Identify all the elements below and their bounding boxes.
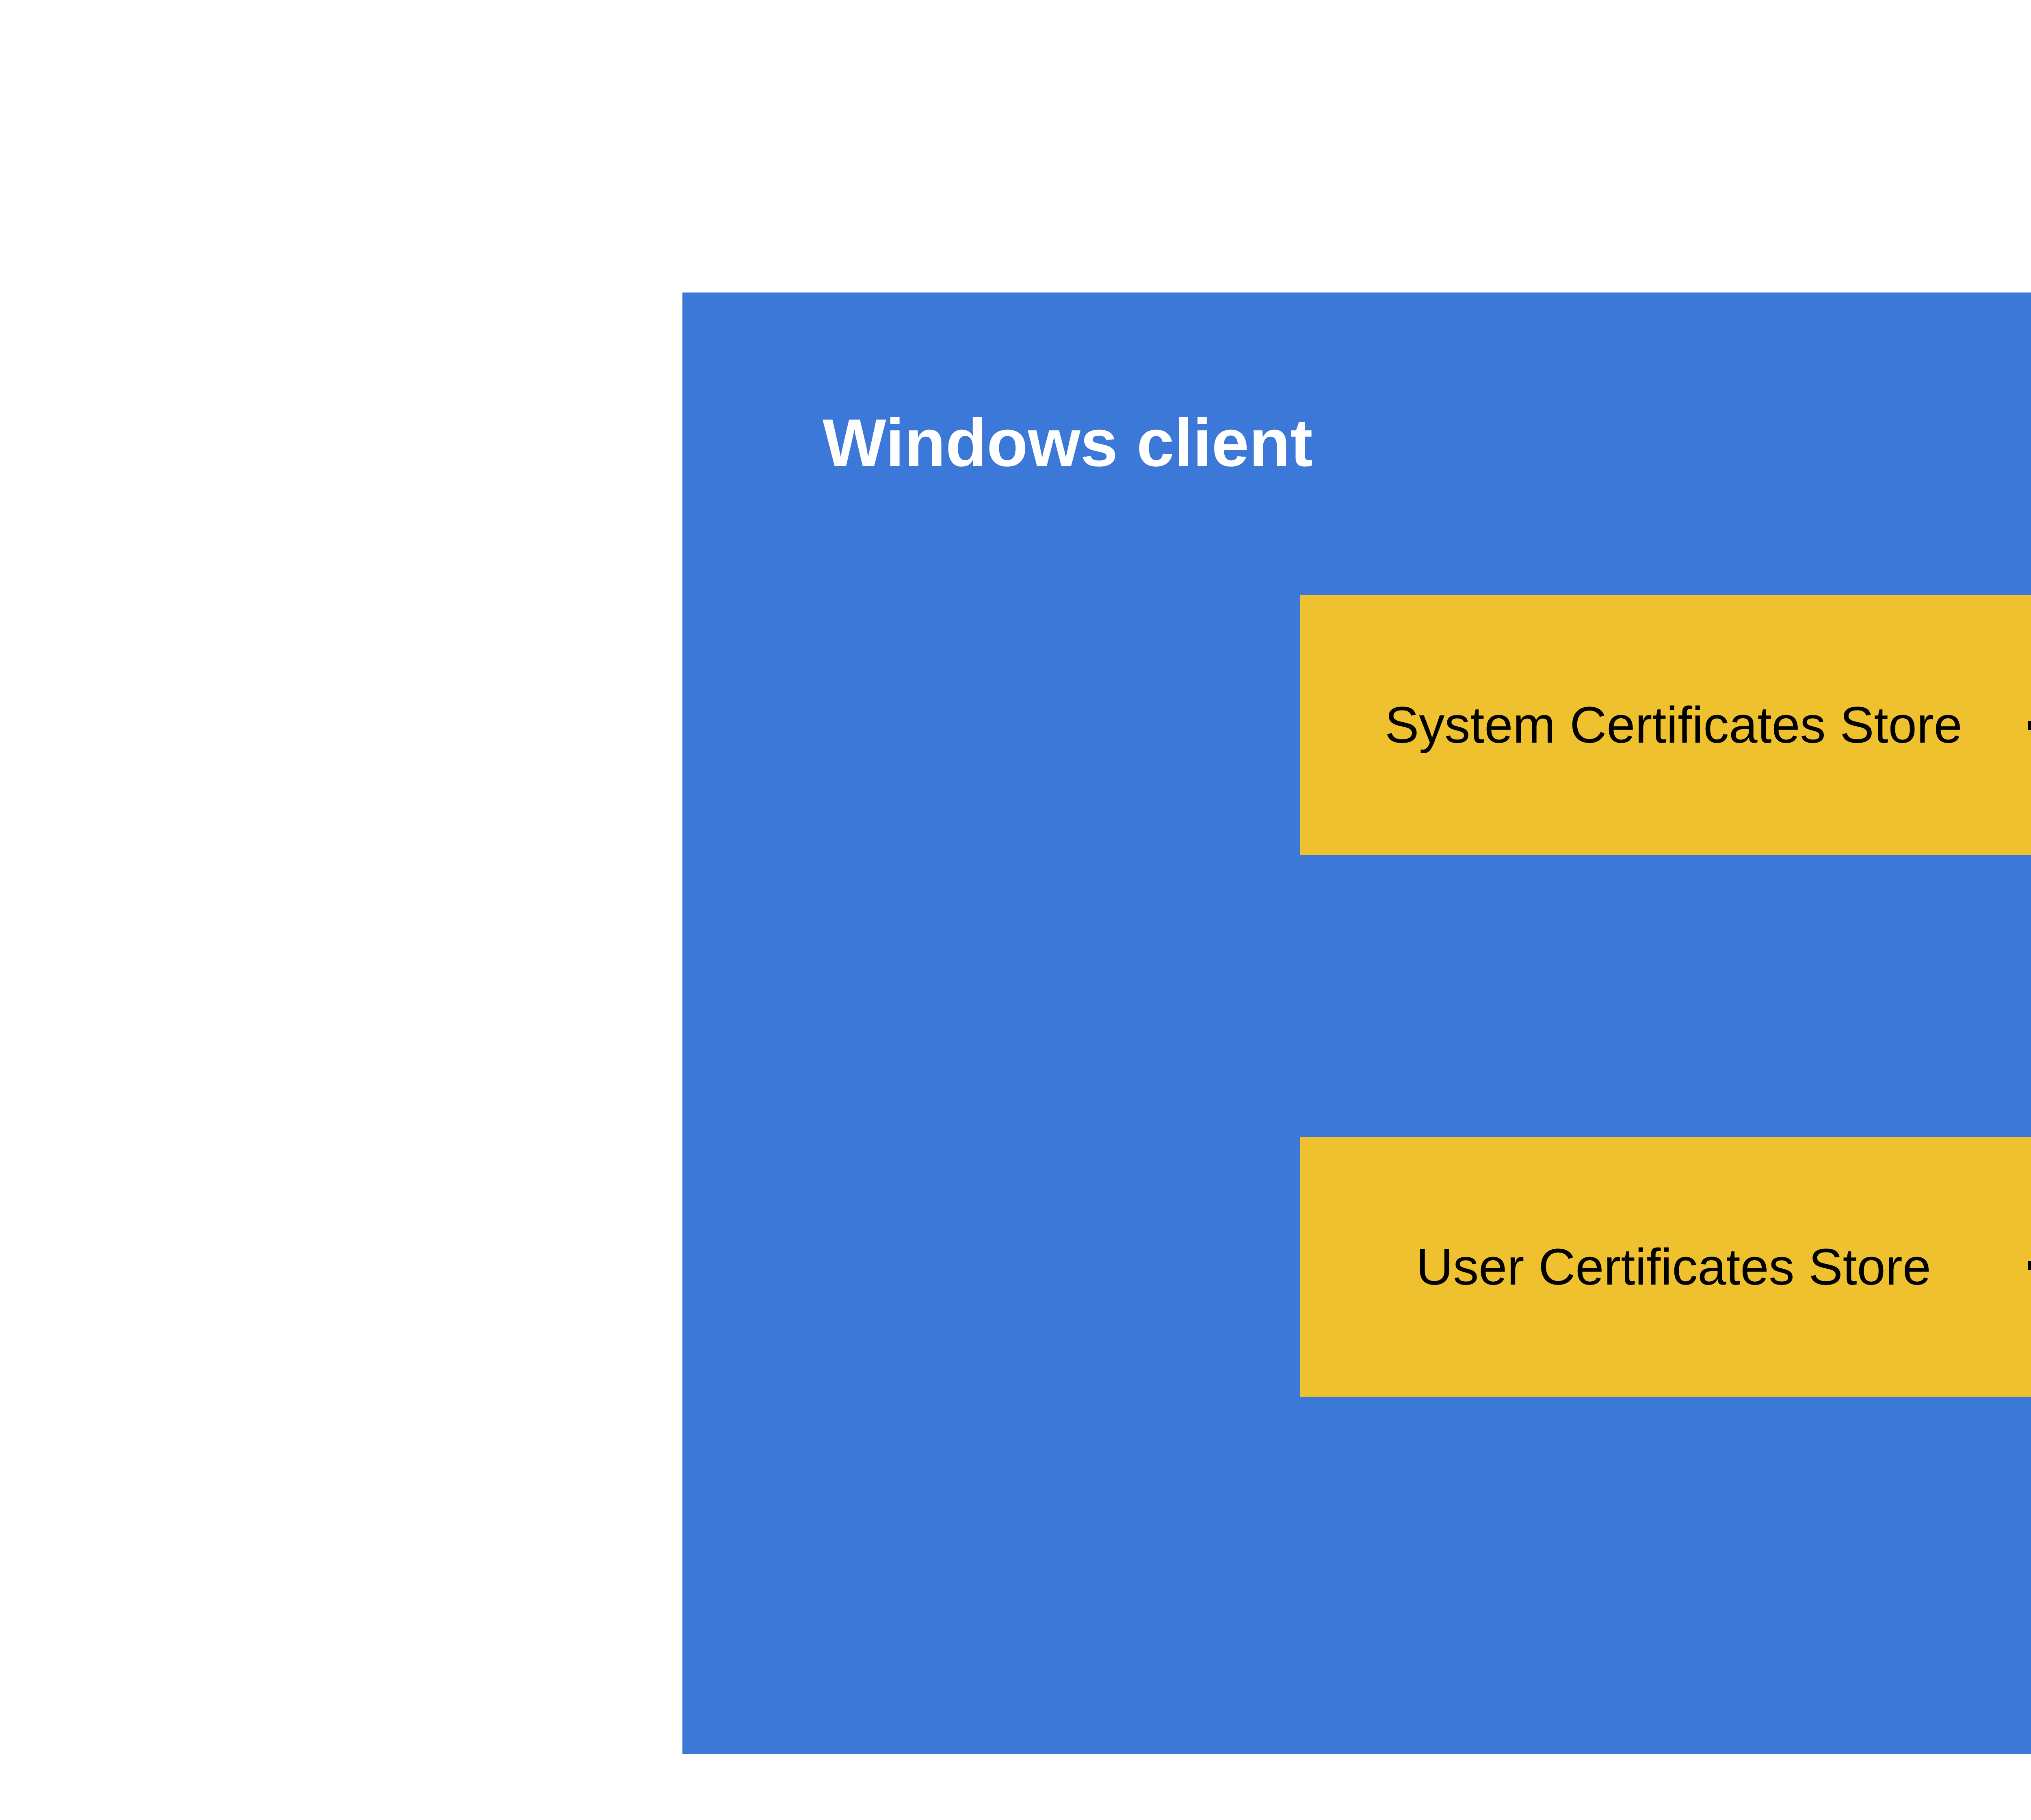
system-certificates-store-box[interactable]: System Certificates Store bbox=[1300, 595, 2031, 855]
windows-client-title: Windows client bbox=[823, 405, 1313, 481]
user-certificates-store-label: User Certificates Store bbox=[1416, 1238, 1931, 1296]
user-certificates-store-box[interactable]: User Certificates Store bbox=[1300, 1137, 2031, 1397]
connector-system-store-to-machine-certificate bbox=[2028, 721, 2031, 730]
connector-user-store-to-kerberos-certificate bbox=[2028, 1261, 2031, 1270]
windows-client-container[interactable] bbox=[682, 292, 2031, 1754]
system-certificates-store-label: System Certificates Store bbox=[1385, 696, 1962, 754]
